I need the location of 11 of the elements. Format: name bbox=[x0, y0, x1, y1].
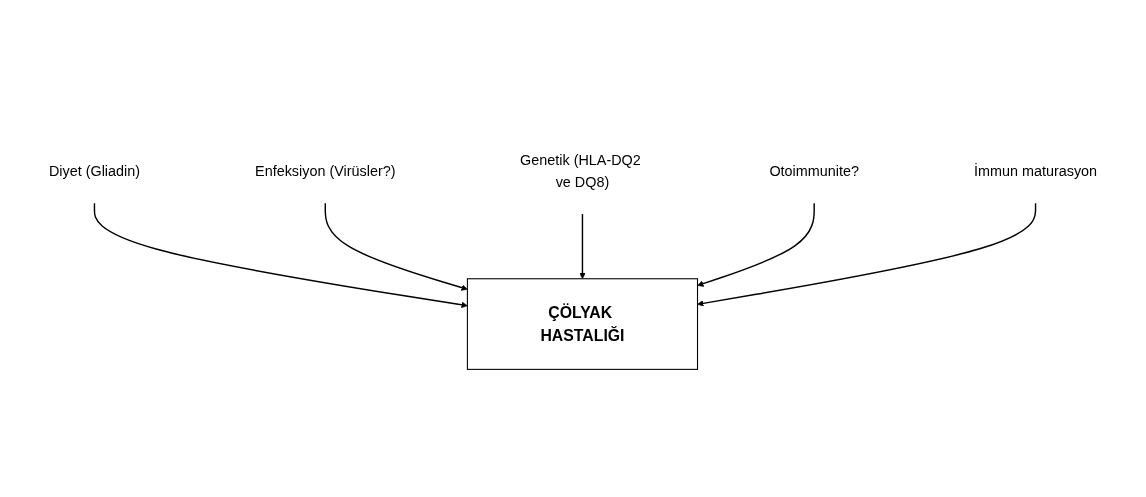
arrow bbox=[697, 202, 815, 287]
node-text: Genetik (HLA-DQ2 ve DQ8) bbox=[520, 152, 641, 190]
arrow bbox=[697, 202, 1037, 307]
arrow bbox=[324, 202, 468, 291]
node-text: İmmun maturasyon bbox=[974, 162, 1098, 179]
arrow bbox=[579, 213, 586, 279]
node-text: Diyet (Gliadin) bbox=[48, 162, 141, 179]
arrow bbox=[93, 202, 468, 308]
node-text: Otoimmunite? bbox=[769, 162, 859, 179]
node-box: ÇÖLYAK HASTALIĞI bbox=[466, 278, 699, 370]
node-text: Enfeksiyon (Virüsler?) bbox=[255, 162, 396, 179]
